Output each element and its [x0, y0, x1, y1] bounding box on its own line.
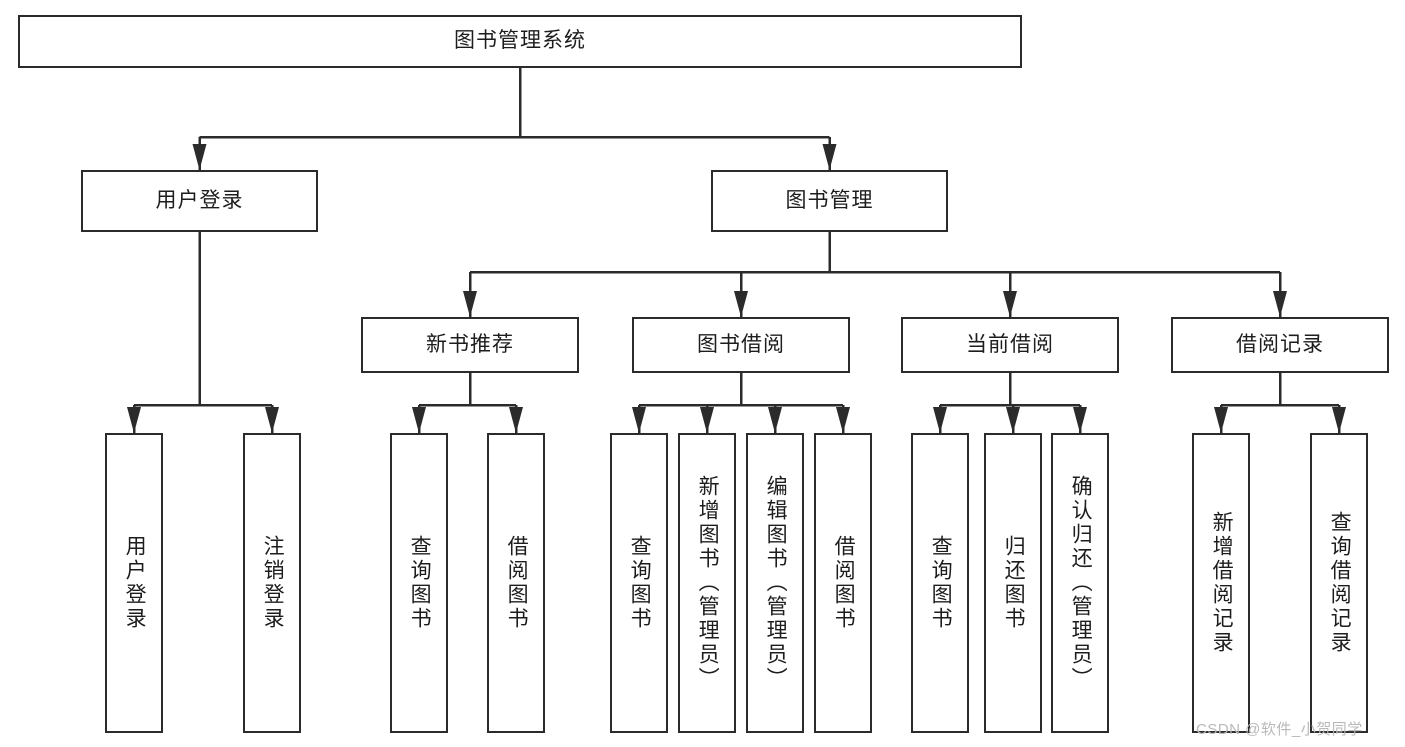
node-l7[interactable]: 编辑图书（管理员）: [746, 433, 804, 733]
node-l4[interactable]: 借阅图书: [487, 433, 545, 733]
node-label: 新增图书（管理员）: [696, 475, 720, 691]
node-l9[interactable]: 查询图书: [911, 433, 969, 733]
node-label: 新增借阅记录: [1210, 511, 1234, 655]
node-l8[interactable]: 借阅图书: [814, 433, 872, 733]
node-label: 查询借阅记录: [1328, 511, 1352, 655]
node-l1[interactable]: 用户登录: [105, 433, 163, 733]
node-l12[interactable]: 新增借阅记录: [1192, 433, 1250, 733]
node-newbook[interactable]: 新书推荐: [361, 317, 579, 373]
node-label: 注销登录: [261, 535, 285, 631]
node-label: 用户登录: [155, 188, 244, 212]
node-label: 图书管理系统: [454, 29, 586, 53]
node-label: 查询图书: [628, 535, 652, 631]
node-l2[interactable]: 注销登录: [243, 433, 301, 733]
node-l3[interactable]: 查询图书: [390, 433, 448, 733]
csdn-watermark: CSDN @软件_小贺同学: [1196, 721, 1363, 738]
node-label: 借阅图书: [505, 535, 529, 631]
node-l10[interactable]: 归还图书: [984, 433, 1042, 733]
node-label: 归还图书: [1002, 535, 1026, 631]
node-l11[interactable]: 确认归还（管理员）: [1051, 433, 1109, 733]
node-l5[interactable]: 查询图书: [610, 433, 668, 733]
node-label: 借阅记录: [1236, 332, 1324, 356]
node-label: 图书借阅: [697, 332, 785, 356]
node-label: 借阅图书: [832, 535, 856, 631]
node-label: 当前借阅: [966, 332, 1054, 356]
node-label: 查询图书: [929, 535, 953, 631]
node-label: 新书推荐: [426, 332, 514, 356]
node-l13[interactable]: 查询借阅记录: [1310, 433, 1368, 733]
node-label: 图书管理: [785, 188, 874, 212]
node-label: 用户登录: [123, 535, 147, 631]
node-borrow[interactable]: 图书借阅: [632, 317, 850, 373]
node-records[interactable]: 借阅记录: [1171, 317, 1389, 373]
node-label: 编辑图书（管理员）: [764, 475, 788, 691]
node-label: 查询图书: [408, 535, 432, 631]
node-root[interactable]: 图书管理系统: [18, 15, 1022, 68]
node-bookmgmt[interactable]: 图书管理: [711, 170, 948, 232]
node-l6[interactable]: 新增图书（管理员）: [678, 433, 736, 733]
node-label: 确认归还（管理员）: [1069, 475, 1093, 691]
node-current[interactable]: 当前借阅: [901, 317, 1119, 373]
node-login[interactable]: 用户登录: [81, 170, 318, 232]
